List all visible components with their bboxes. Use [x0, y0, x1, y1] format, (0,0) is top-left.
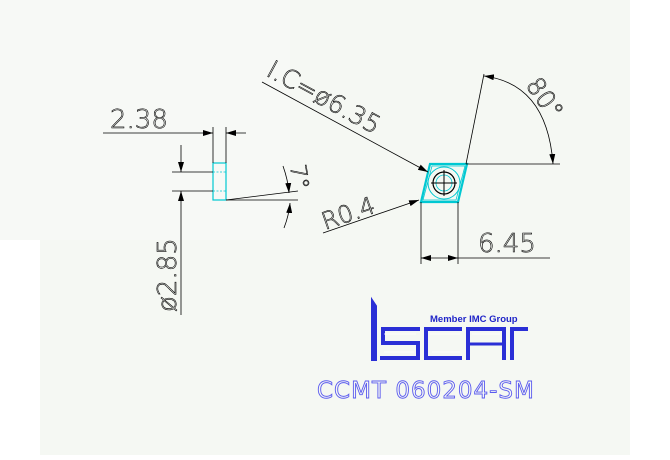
hole-diameter-label: ø2.85 [153, 238, 183, 312]
inscribed-circle-label: I.C=ø6.35 [262, 55, 385, 140]
angle-arc [483, 74, 556, 165]
insert-inner-outline [422, 165, 466, 201]
clearance-angle-label: 7° [284, 163, 313, 192]
insert-angle-label: 80° [520, 72, 569, 125]
thickness-label: 2.38 [110, 105, 168, 135]
inscribed-circle [427, 166, 461, 200]
angle-extension-line [465, 73, 485, 165]
logo-tagline: Member IMC Group [430, 314, 518, 325]
clearance-angle-line [225, 190, 299, 201]
corner-radius-label: R0.4 [318, 191, 379, 235]
iscar-logo: Member IMC Group [371, 296, 528, 361]
clearance-arc-bottom [283, 202, 293, 229]
radius-leader [322, 199, 420, 234]
part-number: CCMT 060204-SM [317, 378, 535, 404]
insert-side-profile [212, 162, 227, 201]
iscar-wordmark [371, 296, 528, 361]
top-view: I.C=ø6.35 R0.4 6.45 80° [261, 54, 570, 264]
side-view: 2.38 ø2.85 7° [103, 105, 313, 315]
clearance-arc-top [282, 165, 292, 194]
ic-leader [261, 81, 429, 173]
edge-length-label: 6.45 [478, 229, 536, 259]
